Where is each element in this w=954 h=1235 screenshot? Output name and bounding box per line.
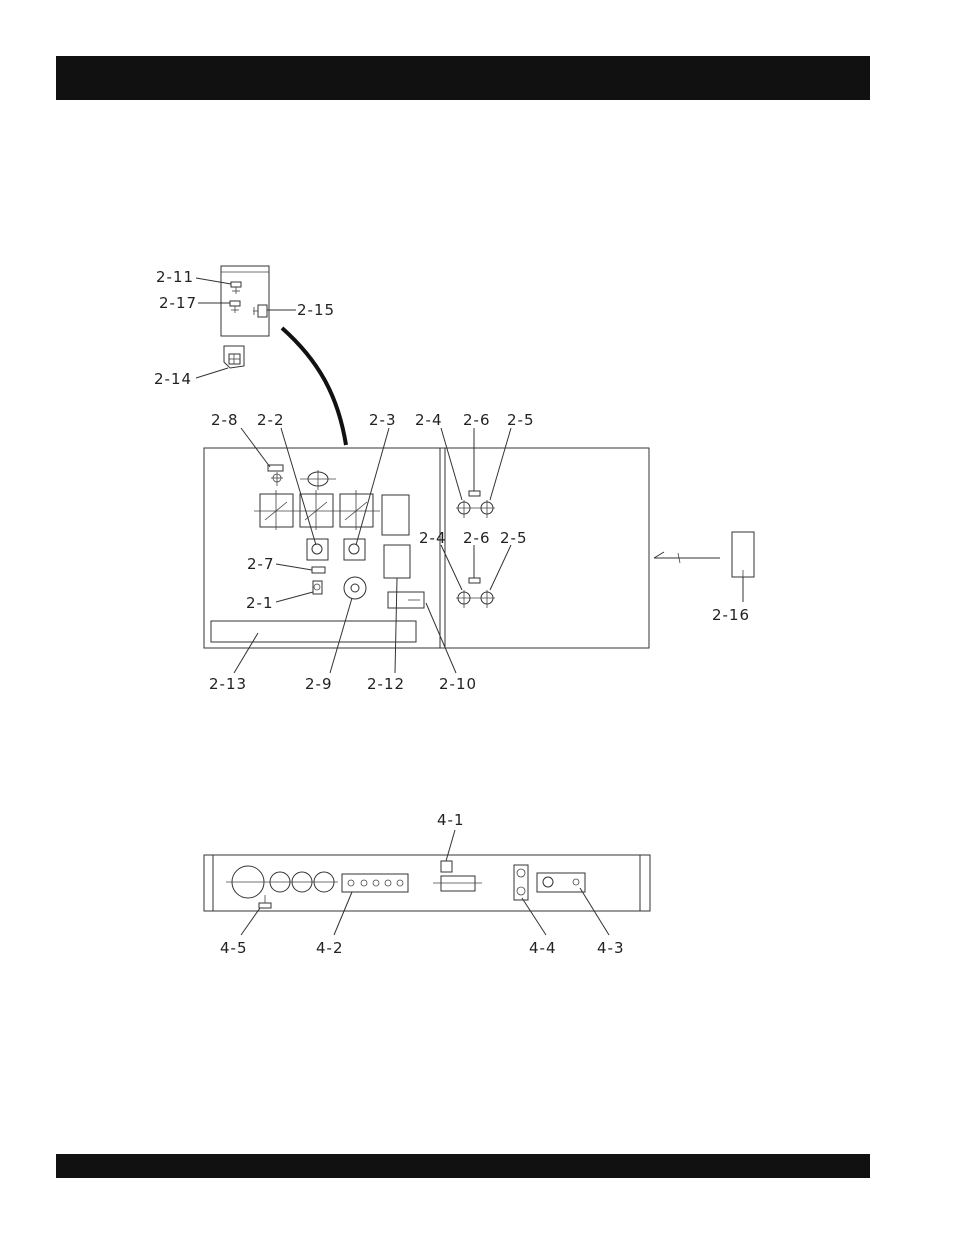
label-4-1: 4-1 <box>437 811 465 829</box>
label-4-5: 4-5 <box>220 939 248 957</box>
label-2-5-lower: 2-5 <box>500 529 528 547</box>
label-4-2: 4-2 <box>316 939 344 957</box>
lower-panel <box>204 830 650 935</box>
main-panel <box>204 428 649 673</box>
label-2-1: 2-1 <box>246 594 274 612</box>
label-2-4: 2-4 <box>415 411 443 429</box>
label-2-10: 2-10 <box>439 675 477 693</box>
label-4-4: 4-4 <box>529 939 557 957</box>
label-2-13: 2-13 <box>209 675 247 693</box>
label-4-3: 4-3 <box>597 939 625 957</box>
curved-arrow <box>282 328 346 445</box>
label-2-2: 2-2 <box>257 411 285 429</box>
label-2-8: 2-8 <box>211 411 239 429</box>
label-2-12: 2-12 <box>367 675 405 693</box>
label-2-9: 2-9 <box>305 675 333 693</box>
label-2-3: 2-3 <box>369 411 397 429</box>
label-2-17: 2-17 <box>159 294 197 312</box>
label-2-5: 2-5 <box>507 411 535 429</box>
label-2-14: 2-14 <box>154 370 192 388</box>
label-2-4-lower: 2-4 <box>419 529 447 547</box>
label-2-11: 2-11 <box>156 268 194 286</box>
label-2-7: 2-7 <box>247 555 275 573</box>
inset-panel <box>196 266 296 336</box>
part-2-14 <box>196 346 244 378</box>
label-2-15: 2-15 <box>297 301 335 319</box>
label-2-6: 2-6 <box>463 411 491 429</box>
part-2-16 <box>654 532 754 602</box>
label-2-6-lower: 2-6 <box>463 529 491 547</box>
label-2-16: 2-16 <box>712 606 750 624</box>
